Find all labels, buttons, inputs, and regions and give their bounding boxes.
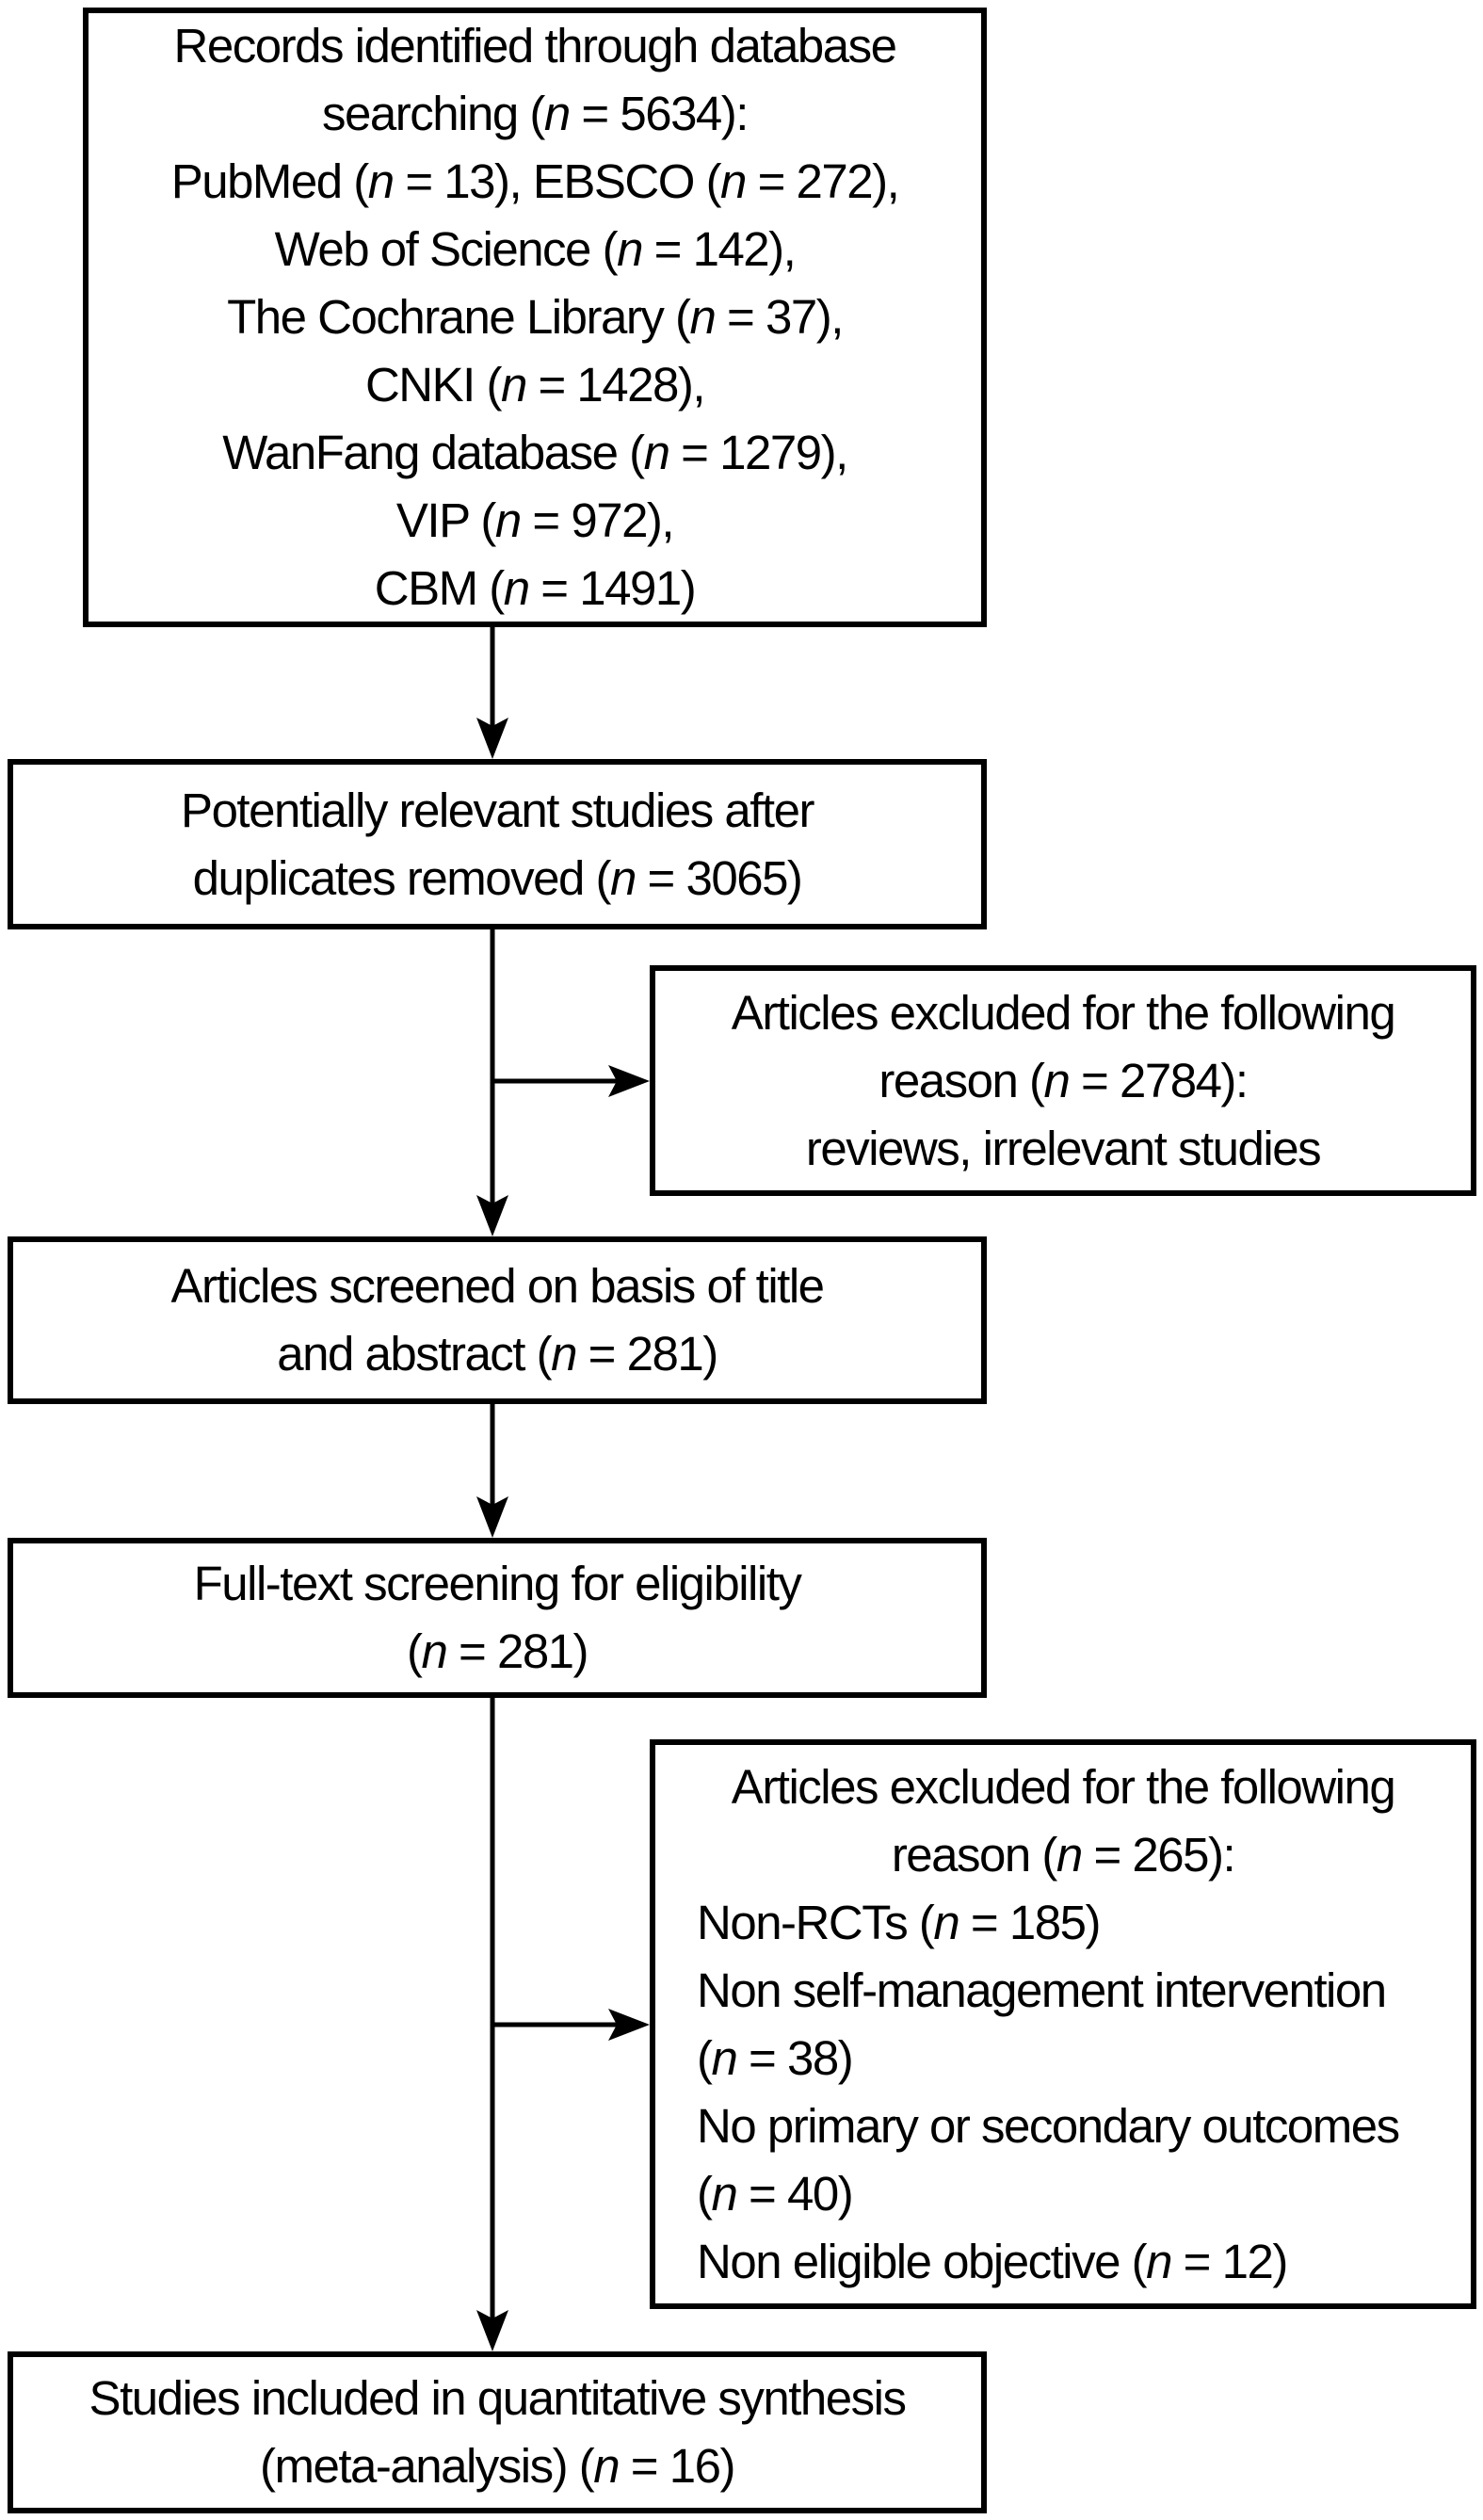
arrowhead-branch-to-excluded1 (608, 1065, 650, 1097)
fulltext-screening-text: Full-text screening for eligibility(n = … (193, 1557, 802, 1678)
included-synthesis-text: Studies included in quantitative synthes… (89, 2371, 907, 2493)
box-fulltext-screening: Full-text screening for eligibility(n = … (8, 1538, 987, 1698)
box-included-synthesis: Studies included in quantitative synthes… (8, 2351, 987, 2513)
arrowhead-duplicates-to-screened (476, 1195, 508, 1236)
excluded-fulltext-reasons: Non-RCTs (n = 185)Non self-management in… (697, 1895, 1400, 2288)
arrowhead-fulltext-to-included (476, 2310, 508, 2351)
arrowhead-branch-to-excluded2 (608, 2009, 650, 2041)
arrowhead-screened-to-fulltext (476, 1496, 508, 1538)
arrowhead-records-to-duplicates (476, 718, 508, 759)
